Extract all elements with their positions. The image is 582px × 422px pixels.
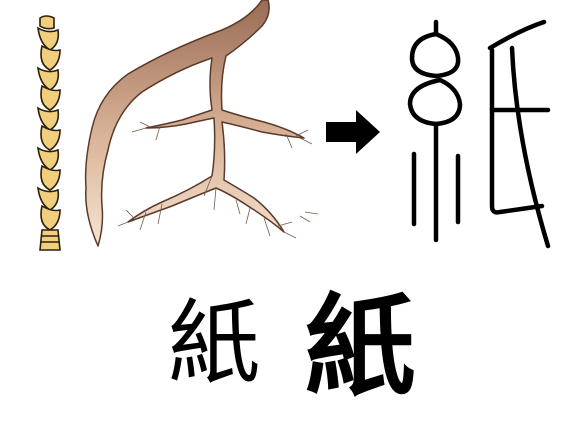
braided-silk-icon: [37, 15, 61, 251]
small-seal-character: 紙: [168, 290, 261, 397]
modern-character: 紙: [305, 282, 415, 411]
right-arrow-icon: [326, 110, 380, 154]
tree-root-icon: [84, 0, 319, 247]
pictograph-illustration: [37, 0, 551, 251]
ancient-seal-character-zhi: [407, 19, 551, 249]
